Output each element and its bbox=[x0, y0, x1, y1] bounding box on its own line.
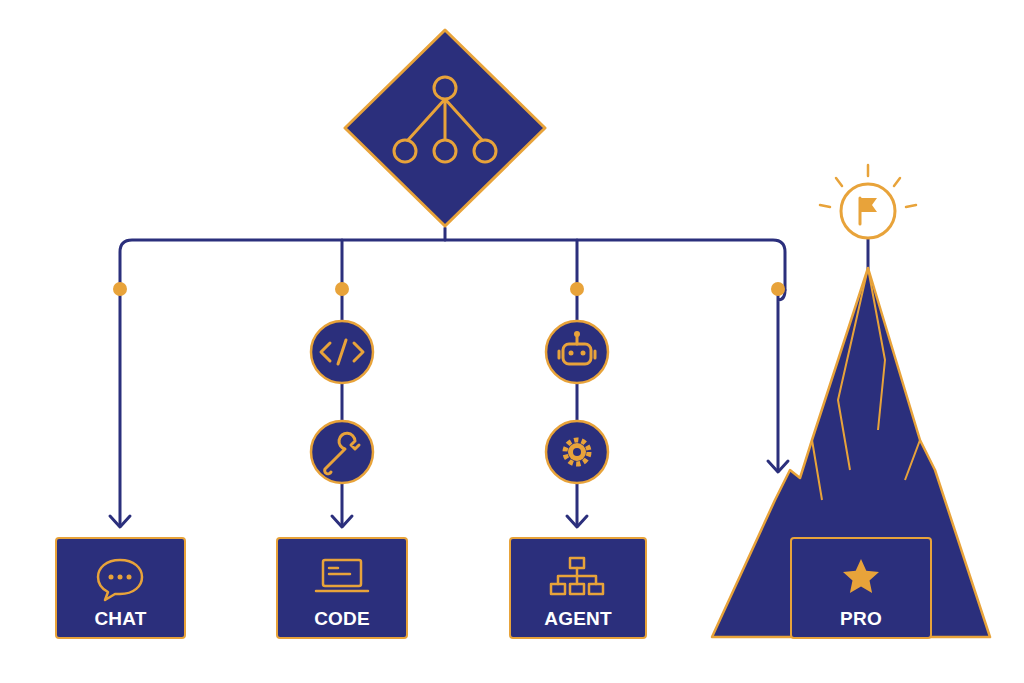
chat-icon bbox=[127, 575, 132, 580]
robot-icon bbox=[563, 344, 591, 364]
arrow-head bbox=[110, 516, 130, 527]
pole-line bbox=[867, 238, 870, 270]
org-icon bbox=[570, 558, 584, 568]
decision-diamond bbox=[345, 30, 545, 226]
gear-icon bbox=[568, 443, 586, 461]
trunk-line bbox=[444, 228, 447, 240]
robot-icon bbox=[581, 351, 586, 356]
arrow-head bbox=[332, 516, 352, 527]
hierarchy-icon bbox=[434, 140, 456, 162]
junction-dot bbox=[113, 282, 127, 296]
mountain-ridge bbox=[812, 268, 920, 500]
box-label: AGENT bbox=[544, 608, 612, 630]
org-icon bbox=[558, 568, 596, 584]
hierarchy-icon bbox=[408, 99, 482, 140]
hierarchy-icon bbox=[434, 77, 456, 99]
org-icon bbox=[551, 584, 565, 594]
gear-icon bbox=[565, 440, 589, 464]
box-label: CODE bbox=[314, 608, 370, 630]
step-circle bbox=[311, 321, 373, 383]
branch-line bbox=[120, 240, 785, 525]
robot-icon bbox=[569, 351, 574, 356]
flag-icon bbox=[860, 198, 877, 212]
wrench-icon bbox=[325, 433, 359, 474]
chat-icon bbox=[118, 575, 123, 580]
stage-box: AGENT bbox=[509, 537, 647, 639]
chat-icon bbox=[98, 560, 142, 600]
arrow-head bbox=[567, 516, 587, 527]
chat-icon bbox=[109, 575, 114, 580]
box-label: PRO bbox=[840, 608, 882, 630]
stage-box: PRO bbox=[790, 537, 932, 639]
laptop-icon bbox=[316, 568, 368, 591]
org-icon bbox=[589, 584, 603, 594]
arrow-head bbox=[768, 461, 788, 472]
branch-line bbox=[778, 290, 785, 470]
box-label: CHAT bbox=[94, 608, 146, 630]
star-icon bbox=[843, 559, 879, 593]
step-circle bbox=[546, 421, 608, 483]
org-icon bbox=[570, 584, 584, 594]
step-circle bbox=[311, 421, 373, 483]
junction-dot bbox=[570, 282, 584, 296]
stage-box: CHAT bbox=[55, 537, 186, 639]
robot-icon bbox=[559, 336, 595, 358]
gear-icon bbox=[573, 448, 581, 456]
goal-circle bbox=[841, 184, 895, 238]
step-circle bbox=[546, 321, 608, 383]
laptop-icon bbox=[323, 560, 361, 586]
hierarchy-icon bbox=[474, 140, 496, 162]
robot-icon bbox=[574, 331, 580, 337]
code-icon bbox=[321, 340, 363, 364]
junction-dot bbox=[335, 282, 349, 296]
junction-dot bbox=[771, 282, 785, 296]
hierarchy-icon bbox=[394, 140, 416, 162]
stage-box: CODE bbox=[276, 537, 408, 639]
